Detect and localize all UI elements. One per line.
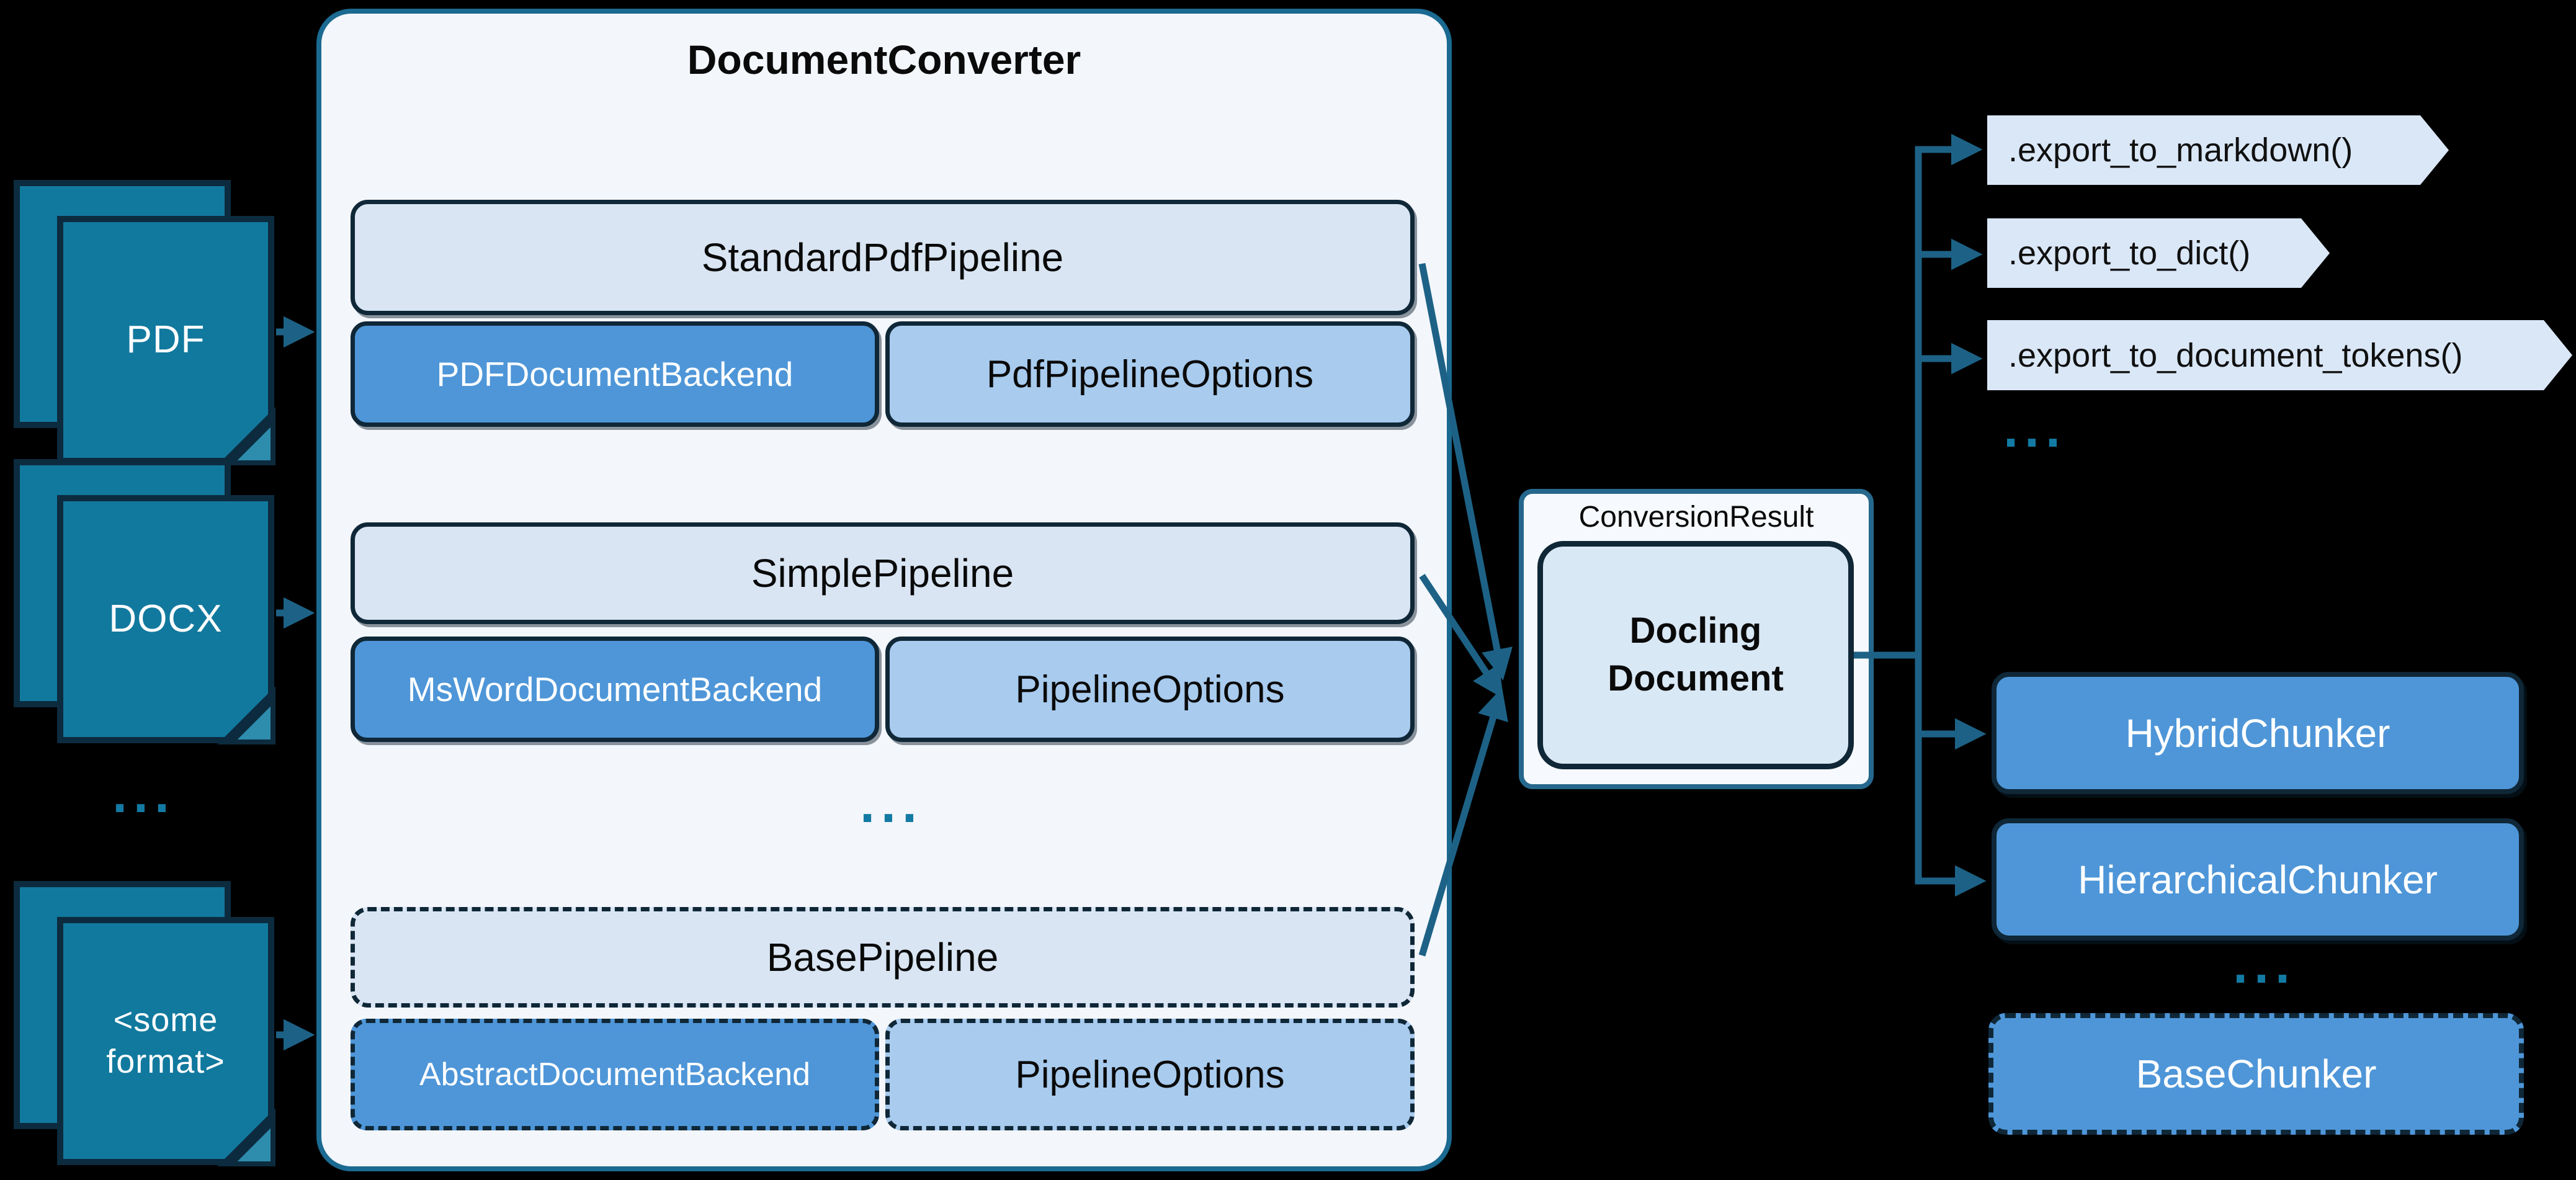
sources-ellipsis: ... [112,764,176,824]
pdf-label: PDF [126,318,205,362]
conversion-result-label: ConversionResult [1578,501,1814,534]
pdf-document-backend-node: PDFDocumentBackend [351,321,879,427]
simple-pipeline-node: SimplePipeline [351,522,1415,624]
export-to-markdown-tag: .export_to_markdown() [1987,115,2449,185]
docling-document-node: Docling Document [1537,541,1854,769]
page-fold-icon [217,686,275,744]
export-to-document-tokens-tag: .export_to_document_tokens() [1987,320,2572,390]
base-chunker-node: BaseChunker [1988,1013,2524,1135]
docx-document-icon: DOCX [57,495,274,743]
hierarchical-chunker-node: HierarchicalChunker [1992,818,2524,941]
page-fold-icon [217,407,275,465]
msword-document-backend-node: MsWordDocumentBackend [351,637,879,742]
some-format-label-line1: <some [113,1001,218,1039]
docx-label: DOCX [109,597,223,641]
standard-pdf-pipeline-node: StandardPdfPipeline [351,200,1415,315]
export-to-dict-tag: .export_to_dict() [1987,218,2330,288]
base-pipeline-node: BasePipeline [351,907,1415,1008]
some-format-label-line2: format> [106,1043,225,1080]
exports-ellipsis: ... [2003,399,2067,458]
some-format-document-icon: <some format> [57,917,274,1165]
pipeline-options-node: PipelineOptions [885,637,1415,742]
pdf-pipeline-options-node: PdfPipelineOptions [885,321,1415,427]
page-fold-icon [217,1108,275,1166]
abstract-document-backend-node: AbstractDocumentBackend [351,1019,879,1130]
pdf-document-icon: PDF [57,216,274,464]
abstract-pipeline-options-node: PipelineOptions [885,1019,1415,1130]
docling-document-line1: Docling [1629,610,1762,651]
hybrid-chunker-node: HybridChunker [1992,672,2524,794]
converter-ellipsis: ... [860,774,923,834]
chunkers-ellipsis: ... [2233,935,2296,995]
docling-document-line2: Document [1608,658,1784,699]
document-converter-title: DocumentConverter [687,37,1081,83]
